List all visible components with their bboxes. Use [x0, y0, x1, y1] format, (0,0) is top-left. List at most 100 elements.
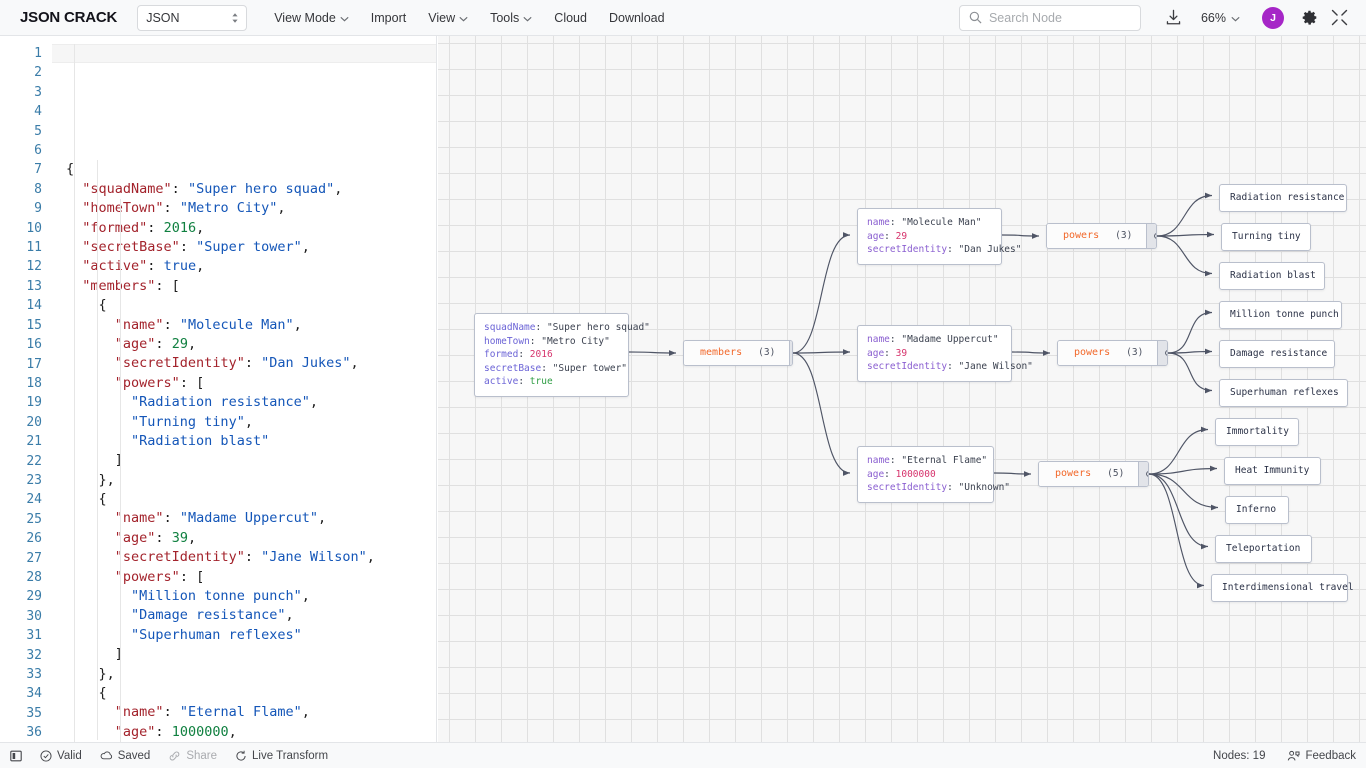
graph-canvas[interactable]: squadName: "Super hero squad"homeTown: "… [438, 36, 1366, 742]
menu-label: Tools [490, 11, 519, 25]
code-line: "squadName": "Super hero squad", [66, 180, 436, 199]
search-input[interactable]: Search Node [989, 11, 1062, 25]
parent-node-count: (3) [758, 346, 775, 360]
zoom-level-control[interactable]: 66% [1193, 11, 1248, 25]
graph-node-leaf[interactable]: Immortality [1215, 418, 1299, 446]
code-line: "age": 1000000, [66, 723, 436, 742]
line-number: 8 [0, 180, 52, 199]
node-row: active: true [484, 375, 619, 389]
parent-node-key: members [700, 346, 742, 360]
feedback-button[interactable]: Feedback [1287, 750, 1356, 762]
graph-node-parent[interactable]: powers(3) [1046, 223, 1157, 249]
line-number: 6 [0, 141, 52, 160]
graph-node-leaf[interactable]: Interdimensional travel [1211, 574, 1348, 602]
status-live-transform[interactable]: Live Transform [235, 750, 328, 762]
menu-cloud[interactable]: Cloud [543, 5, 598, 31]
code-line: ] [66, 645, 436, 664]
format-select-value: JSON [146, 11, 179, 25]
graph-node-object[interactable]: squadName: "Super hero squad"homeTown: "… [474, 313, 629, 397]
menu-view[interactable]: View [417, 5, 479, 31]
parent-node-key: powers [1063, 229, 1099, 243]
code-line: "name": "Madame Uppercut", [66, 509, 436, 528]
parent-node-key: powers [1055, 467, 1091, 481]
line-number: 22 [0, 452, 52, 471]
line-number: 20 [0, 413, 52, 432]
line-number: 16 [0, 335, 52, 354]
feedback-label: Feedback [1305, 750, 1356, 762]
parent-node-body: powers (5) [1039, 462, 1138, 486]
graph-node-parent[interactable]: powers(3) [1057, 340, 1168, 366]
graph-node-leaf[interactable]: Heat Immunity [1224, 457, 1321, 485]
graph-node-leaf[interactable]: Radiation blast [1219, 262, 1325, 290]
download-icon[interactable] [1159, 3, 1189, 33]
status-bar-right: Nodes: 19 Feedback [1191, 750, 1356, 762]
line-number: 30 [0, 607, 52, 626]
parent-node-count: (5) [1107, 467, 1124, 481]
graph-node-leaf[interactable]: Damage resistance [1219, 340, 1335, 368]
line-number: 13 [0, 277, 52, 296]
graph-edge [793, 235, 850, 353]
nodes-count-label: Nodes: 19 [1213, 750, 1265, 762]
status-share[interactable]: Share [168, 750, 217, 762]
graph-edge [1149, 430, 1208, 475]
search-node-box[interactable]: Search Node [959, 5, 1141, 31]
code-line: "formed": 2016, [66, 219, 436, 238]
graph-edge [1157, 236, 1212, 274]
json-editor-pane[interactable]: 1234567891011121314151617181920212223242… [0, 36, 437, 742]
code-line: { [66, 684, 436, 703]
line-number: 32 [0, 646, 52, 665]
leaf-node-label: Teleportation [1226, 543, 1300, 554]
leaf-node-label: Interdimensional travel [1222, 582, 1354, 593]
line-number: 10 [0, 219, 52, 238]
chevron-down-icon [523, 16, 532, 22]
format-select[interactable]: JSON [137, 5, 247, 31]
parent-node-body: powers(3) [1058, 341, 1157, 365]
code-line: { [66, 490, 436, 509]
fullscreen-icon[interactable] [1324, 3, 1354, 33]
node-row: name: "Madame Uppercut" [867, 333, 1002, 347]
line-number: 2 [0, 63, 52, 82]
graph-node-leaf[interactable]: Radiation resistance [1219, 184, 1347, 212]
chevron-down-icon [459, 16, 468, 22]
link-icon[interactable] [1138, 462, 1149, 486]
line-number: 35 [0, 704, 52, 723]
code-line: ] [66, 451, 436, 470]
code-line: "age": 29, [66, 335, 436, 354]
menu-view-mode[interactable]: View Mode [263, 5, 360, 31]
graph-edge [1168, 313, 1212, 354]
gear-icon[interactable] [1294, 3, 1324, 33]
status-saved[interactable]: Saved [100, 750, 151, 762]
graph-node-object[interactable]: name: "Eternal Flame"age: 1000000secretI… [857, 446, 994, 503]
graph-node-leaf[interactable]: Superhuman reflexes [1219, 379, 1348, 407]
line-number: 15 [0, 316, 52, 335]
graph-node-parent[interactable]: members (3) [683, 340, 793, 366]
graph-node-leaf[interactable]: Turning tiny [1221, 223, 1311, 251]
menu-download[interactable]: Download [598, 5, 676, 31]
graph-node-leaf[interactable]: Million tonne punch [1219, 301, 1342, 329]
editor-code-area[interactable]: { "squadName": "Super hero squad", "home… [52, 36, 436, 742]
graph-node-object[interactable]: name: "Molecule Man"age: 29secretIdentit… [857, 208, 1002, 265]
line-number: 24 [0, 490, 52, 509]
status-valid[interactable]: Valid [40, 750, 82, 762]
line-number: 27 [0, 549, 52, 568]
panel-toggle-button[interactable] [10, 750, 22, 762]
updown-chevron-icon [231, 12, 239, 24]
link-icon[interactable] [1146, 224, 1157, 248]
link-icon[interactable] [1157, 341, 1168, 365]
node-row: name: "Eternal Flame" [867, 454, 984, 468]
menu-import[interactable]: Import [360, 5, 417, 31]
link-icon[interactable] [789, 341, 793, 365]
line-number: 29 [0, 587, 52, 606]
code-line: }, [66, 471, 436, 490]
avatar[interactable]: J [1262, 7, 1284, 29]
fold-guide [74, 44, 75, 742]
line-number: 34 [0, 684, 52, 703]
cloud-icon [100, 750, 113, 762]
graph-node-leaf[interactable]: Teleportation [1215, 535, 1312, 563]
graph-node-parent[interactable]: powers (5) [1038, 461, 1149, 487]
graph-node-object[interactable]: name: "Madame Uppercut"age: 39secretIden… [857, 325, 1012, 382]
graph-node-leaf[interactable]: Inferno [1225, 496, 1289, 524]
node-row: secretIdentity: "Dan Jukes" [867, 243, 992, 257]
menu-tools[interactable]: Tools [479, 5, 543, 31]
graph-edge [1149, 474, 1204, 586]
